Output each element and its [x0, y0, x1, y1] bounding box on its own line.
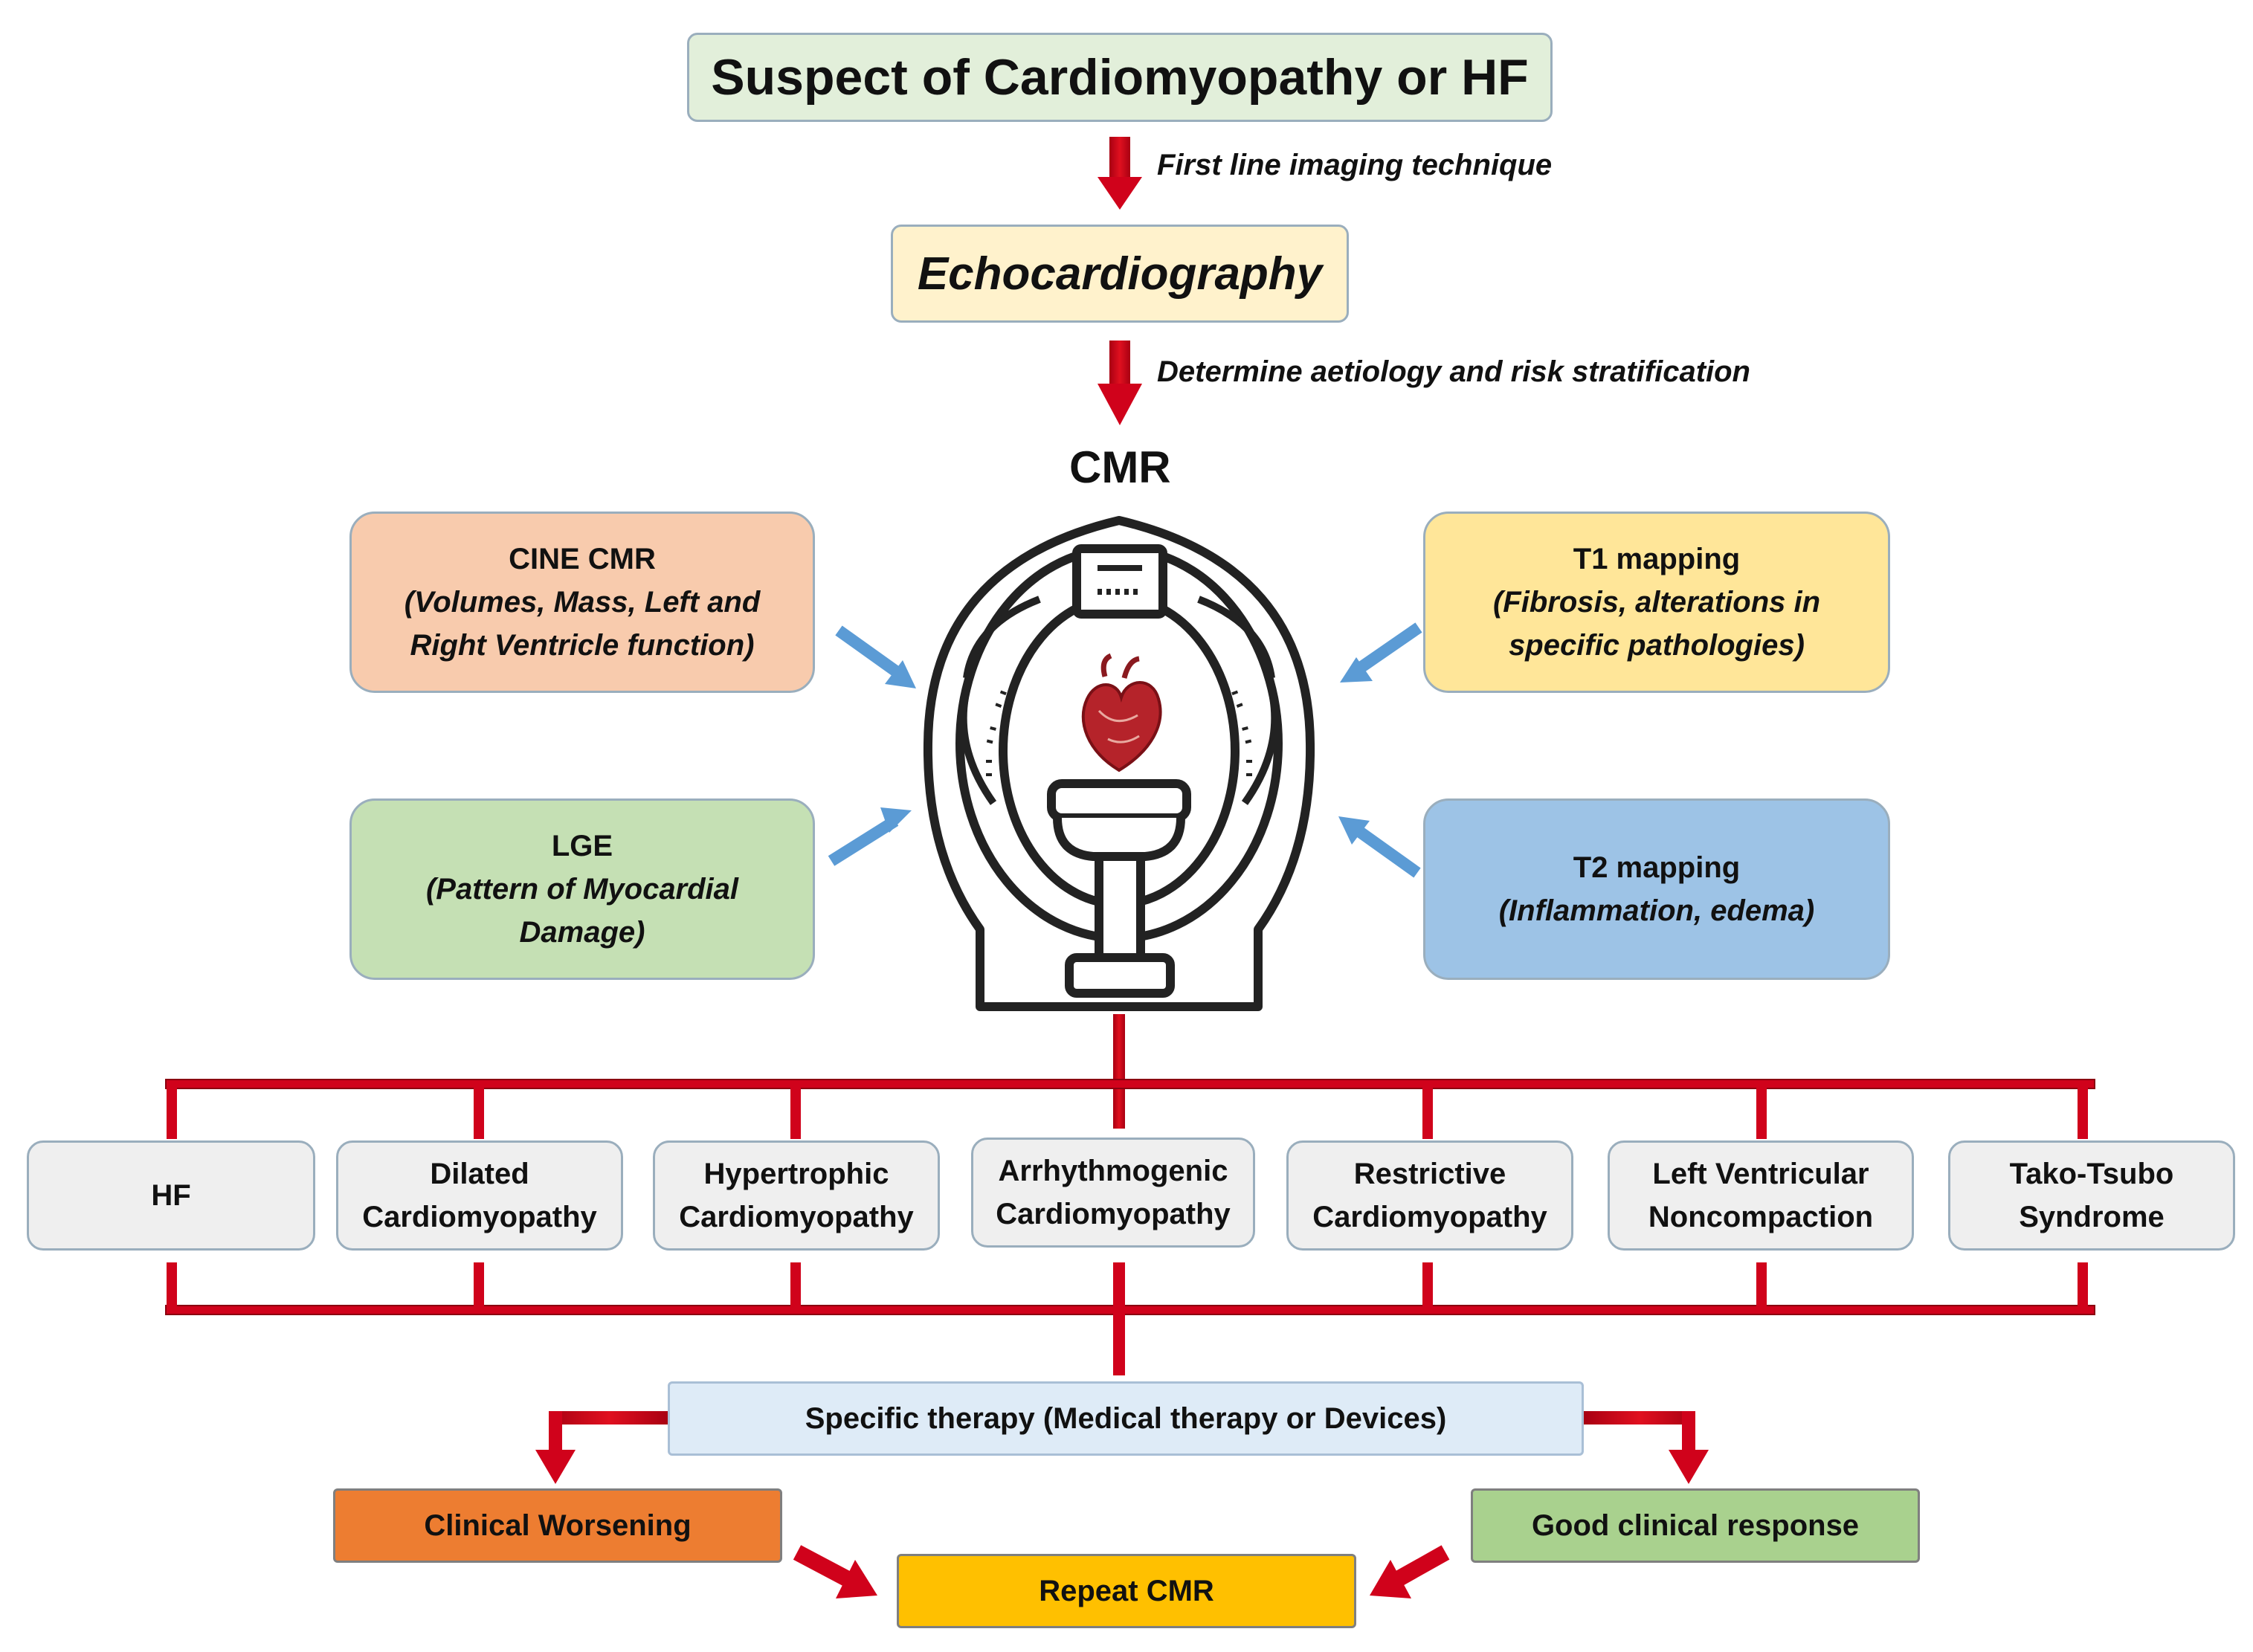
- arrow-t1-to-scanner: [1340, 622, 1422, 683]
- down-arrow-1: [1098, 137, 1142, 210]
- echocardiography-box: Echocardiography: [891, 225, 1349, 323]
- condition-dilated-line2: Cardiomyopathy: [362, 1201, 597, 1233]
- clinical-worsening-label: Clinical Worsening: [424, 1509, 692, 1542]
- condition-lvnc-line1: Left Ventricular: [1652, 1158, 1869, 1190]
- condition-tako-tsubo: Tako-Tsubo Syndrome: [1948, 1140, 2235, 1251]
- therapy-label: Specific therapy (Medical therapy or Dev…: [805, 1401, 1447, 1435]
- repeat-cmr-box: Repeat CMR: [897, 1554, 1356, 1628]
- condition-hypertrophic-line1: Hypertrophic: [703, 1158, 889, 1190]
- condition-lvnc-line2: Noncompaction: [1648, 1201, 1874, 1233]
- therapy-box: Specific therapy (Medical therapy or Dev…: [668, 1381, 1584, 1456]
- lge-detail-2: Damage): [519, 916, 645, 949]
- lge-title: LGE: [551, 830, 613, 862]
- lge-detail-1: (Pattern of Myocardial: [425, 873, 739, 906]
- cine-cmr-detail-1: (Volumes, Mass, Left and: [404, 586, 761, 619]
- echocardiography-label: Echocardiography: [917, 248, 1323, 300]
- arrow-therapy-to-worsening: [535, 1411, 669, 1484]
- condition-arrhythmogenic: Arrhythmogenic Cardiomyopathy: [971, 1138, 1255, 1248]
- good-response-box: Good clinical response: [1471, 1488, 1920, 1563]
- condition-lvnc: Left Ventricular Noncompaction: [1608, 1140, 1914, 1251]
- repeat-cmr-label: Repeat CMR: [1039, 1574, 1214, 1607]
- arrow-therapy-to-good: [1584, 1411, 1709, 1484]
- arrow-cine-to-scanner: [835, 625, 916, 688]
- condition-arrhythmogenic-line1: Arrhythmogenic: [998, 1155, 1228, 1187]
- condition-restrictive-line1: Restrictive: [1353, 1158, 1506, 1190]
- cine-cmr-detail-2: Right Ventricle function): [410, 629, 755, 662]
- condition-hypertrophic: Hypertrophic Cardiomyopathy: [653, 1140, 940, 1251]
- top-connector-bus: [165, 1014, 2095, 1139]
- t2-mapping-detail-1: (Inflammation, edema): [1498, 894, 1815, 927]
- arrow-lge-to-scanner: [828, 807, 912, 866]
- suspect-title: Suspect of Cardiomyopathy or HF: [711, 49, 1529, 106]
- condition-dilated-line1: Dilated: [430, 1158, 529, 1190]
- condition-hf-label: HF: [151, 1179, 191, 1212]
- arrow-worsening-to-repeat: [793, 1545, 877, 1598]
- lge-box: LGE (Pattern of Myocardial Damage): [349, 798, 815, 980]
- aetiology-label: Determine aetiology and risk stratificat…: [1157, 355, 1750, 388]
- bottom-connector-bus: [165, 1262, 2095, 1375]
- condition-dilated: Dilated Cardiomyopathy: [336, 1140, 623, 1251]
- clinical-worsening-box: Clinical Worsening: [333, 1488, 782, 1563]
- condition-arrhythmogenic-line2: Cardiomyopathy: [996, 1198, 1231, 1230]
- suspect-box: Suspect of Cardiomyopathy or HF: [687, 33, 1553, 122]
- condition-tako-tsubo-line2: Syndrome: [2019, 1201, 2165, 1233]
- condition-hf: HF: [27, 1140, 315, 1251]
- condition-hypertrophic-line2: Cardiomyopathy: [679, 1201, 914, 1233]
- good-response-label: Good clinical response: [1531, 1509, 1860, 1542]
- t1-mapping-box: T1 mapping (Fibrosis, alterations in spe…: [1423, 512, 1890, 693]
- first-line-label: First line imaging technique: [1157, 149, 1553, 181]
- down-arrow-2: [1098, 341, 1142, 425]
- t1-mapping-title: T1 mapping: [1573, 543, 1741, 575]
- t1-mapping-detail-2: specific pathologies): [1509, 629, 1805, 662]
- cmr-title: CMR: [1069, 442, 1171, 492]
- t1-mapping-detail-1: (Fibrosis, alterations in: [1492, 586, 1821, 619]
- cine-cmr-box: CINE CMR (Volumes, Mass, Left and Right …: [349, 512, 815, 693]
- t2-mapping-title: T2 mapping: [1573, 851, 1741, 884]
- condition-restrictive: Restrictive Cardiomyopathy: [1286, 1140, 1573, 1251]
- t2-mapping-box: T2 mapping (Inflammation, edema): [1423, 798, 1890, 980]
- arrow-good-to-repeat: [1370, 1545, 1450, 1598]
- condition-tako-tsubo-line1: Tako-Tsubo: [2009, 1158, 2174, 1190]
- condition-restrictive-line2: Cardiomyopathy: [1312, 1201, 1547, 1233]
- heart-icon: [1081, 653, 1162, 772]
- arrow-t2-to-scanner: [1338, 816, 1421, 878]
- cine-cmr-title: CINE CMR: [509, 543, 656, 575]
